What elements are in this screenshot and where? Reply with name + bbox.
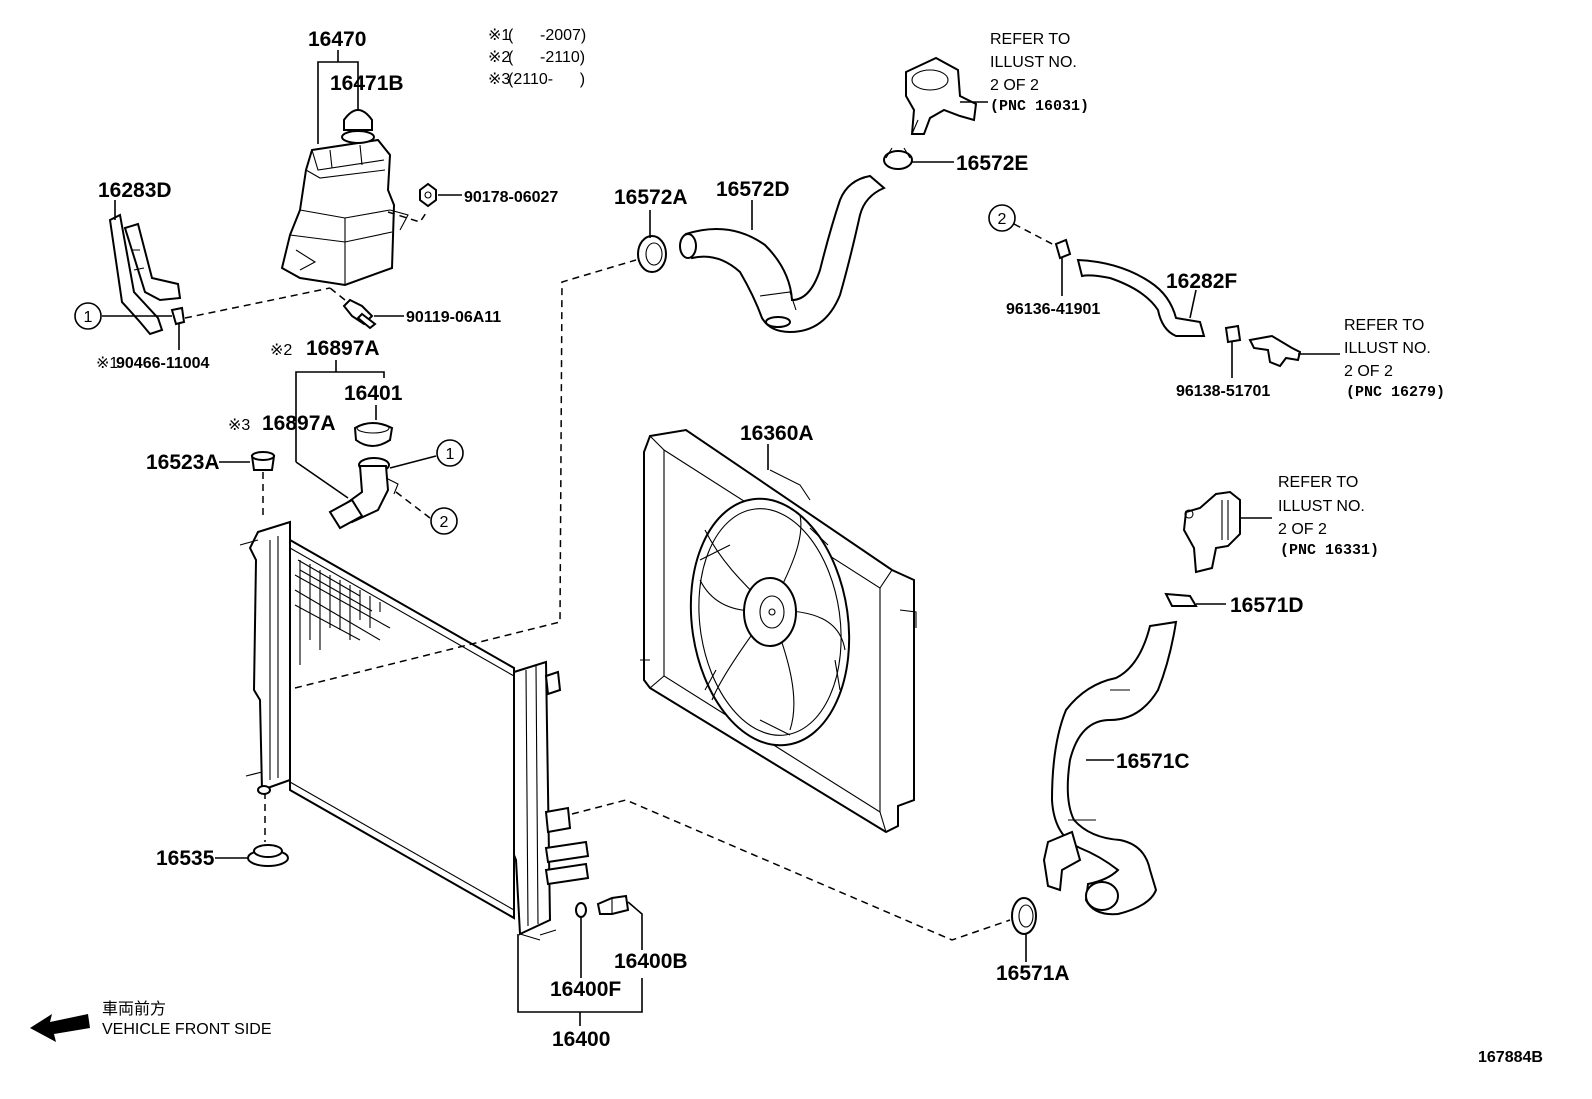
svg-text:1: 1 xyxy=(84,309,93,326)
callout-1-right: 1 xyxy=(436,439,464,467)
svg-text:2 OF 2: 2 OF 2 xyxy=(1278,521,1327,538)
hose-clamp-16571d[interactable] xyxy=(1164,592,1198,607)
label-16283d[interactable]: 16283D xyxy=(98,179,172,202)
label-16897a-2[interactable]: 16897A xyxy=(306,337,380,360)
front-label-en: VEHICLE FRONT SIDE xyxy=(102,1021,272,1038)
svg-text:(PNC 16279): (PNC 16279) xyxy=(1346,384,1445,401)
diagram-id: 167884B xyxy=(1478,1049,1543,1066)
ref-16331[interactable]: REFER TO ILLUST NO. 2 OF 2 (PNC 16331) xyxy=(1278,474,1379,559)
vehicle-front-indicator: 車両前方 VEHICLE FRONT SIDE xyxy=(30,1000,272,1042)
ref-16279[interactable]: REFER TO ILLUST NO. 2 OF 2 (PNC 16279) xyxy=(1344,317,1445,401)
note-2-range: ( -2110) xyxy=(508,49,585,66)
upper-hose-dash xyxy=(294,259,637,689)
label-16572a[interactable]: 16572A xyxy=(614,186,688,209)
svg-text:1: 1 xyxy=(446,446,455,463)
notes-block: ※1 ( -2007) ※2 ( -2110) ※3 (2110- ) xyxy=(488,27,586,88)
label-16535[interactable]: 16535 xyxy=(156,847,215,870)
note-3-mark: ※3 xyxy=(488,71,510,88)
ref-16031[interactable]: REFER TO ILLUST NO. 2 OF 2 (PNC 16031) xyxy=(990,31,1089,115)
label-16897a-mark3: ※3 xyxy=(228,417,250,434)
svg-text:2: 2 xyxy=(440,514,449,531)
label-16401[interactable]: 16401 xyxy=(344,382,403,405)
svg-text:REFER TO: REFER TO xyxy=(990,31,1070,48)
svg-text:(PNC 16031): (PNC 16031) xyxy=(990,98,1089,115)
svg-text:2 OF 2: 2 OF 2 xyxy=(1344,363,1393,380)
radiator[interactable] xyxy=(239,520,590,941)
lower-mount[interactable] xyxy=(247,844,289,867)
label-16572d[interactable]: 16572D xyxy=(716,178,790,201)
label-16571a[interactable]: 16571A xyxy=(996,962,1070,985)
bolt-dash xyxy=(329,287,346,301)
bolt-90119[interactable] xyxy=(342,298,377,330)
label-96136[interactable]: 96136-41901 xyxy=(1006,301,1100,318)
label-90466[interactable]: 90466-11004 xyxy=(116,355,210,372)
svg-text:2: 2 xyxy=(998,211,1007,228)
label-16571c[interactable]: 16571C xyxy=(1116,750,1190,773)
svg-text:ILLUST NO.: ILLUST NO. xyxy=(1344,340,1431,357)
note-3-range: (2110- ) xyxy=(508,71,585,88)
hose-clamp-16571a[interactable] xyxy=(1011,897,1037,935)
clip-90466[interactable] xyxy=(170,306,186,326)
label-16470[interactable]: 16470 xyxy=(308,28,366,51)
upper-mount[interactable] xyxy=(250,451,276,471)
fan-shroud[interactable] xyxy=(640,428,917,834)
label-90178[interactable]: 90178-06027 xyxy=(464,189,558,206)
bypass-hose[interactable] xyxy=(1076,258,1206,337)
water-inlet[interactable] xyxy=(1182,490,1241,574)
drain-gasket[interactable] xyxy=(575,902,587,918)
label-96138[interactable]: 96138-51701 xyxy=(1176,383,1270,400)
svg-text:(PNC 16331): (PNC 16331) xyxy=(1280,542,1379,559)
label-16360a[interactable]: 16360A xyxy=(740,422,814,445)
lower-hose-dash xyxy=(571,799,1011,941)
svg-text:REFER TO: REFER TO xyxy=(1278,474,1358,491)
bypass-pipe-16279[interactable] xyxy=(1248,334,1302,368)
leader-lines xyxy=(102,50,1340,1026)
hose-clamp-16572a[interactable] xyxy=(637,235,667,273)
callout-2-upper: 2 xyxy=(988,204,1016,232)
note-1-range: ( -2007) xyxy=(508,27,586,44)
upper-hose[interactable] xyxy=(679,174,886,334)
label-90466-mark: ※1 xyxy=(96,355,118,372)
callout-2-lower: 2 xyxy=(430,507,458,535)
label-16897a-3[interactable]: 16897A xyxy=(262,412,336,435)
label-16471b[interactable]: 16471B xyxy=(330,72,404,95)
lower-hose[interactable] xyxy=(1042,620,1178,916)
label-16897a-mark2: ※2 xyxy=(270,342,292,359)
reservoir-cap[interactable] xyxy=(341,109,375,144)
nut-90178[interactable] xyxy=(419,182,437,208)
svg-text:REFER TO: REFER TO xyxy=(1344,317,1424,334)
svg-text:ILLUST NO.: ILLUST NO. xyxy=(1278,498,1365,515)
label-16400b[interactable]: 16400B xyxy=(614,950,688,973)
hose-16283d[interactable] xyxy=(108,213,182,336)
arrow-left-icon xyxy=(30,1014,90,1042)
callout2-dash xyxy=(1013,223,1057,247)
label-16572e[interactable]: 16572E xyxy=(956,152,1028,175)
note-1-mark: ※1 xyxy=(488,27,510,44)
front-label-jp: 車両前方 xyxy=(102,1000,166,1018)
water-outlet[interactable] xyxy=(905,56,978,135)
svg-text:ILLUST NO.: ILLUST NO. xyxy=(990,54,1077,71)
callout-1-left: 1 xyxy=(74,302,102,330)
label-16400f[interactable]: 16400F xyxy=(550,978,621,1001)
drain-plug[interactable] xyxy=(596,894,630,915)
tank-clip-dash xyxy=(184,287,331,319)
label-16571d[interactable]: 16571D xyxy=(1230,594,1304,617)
filler-neck[interactable] xyxy=(328,457,399,530)
label-16282f[interactable]: 16282F xyxy=(1166,270,1237,293)
label-16400[interactable]: 16400 xyxy=(552,1028,610,1051)
svg-text:2 OF 2: 2 OF 2 xyxy=(990,77,1039,94)
radiator-cap[interactable] xyxy=(353,422,394,447)
label-16523a[interactable]: 16523A xyxy=(146,451,220,474)
clip-96138[interactable] xyxy=(1224,324,1242,344)
clip-96136[interactable] xyxy=(1054,238,1072,260)
hose-clamp-16572e[interactable] xyxy=(883,147,913,170)
label-90119[interactable]: 90119-06A11 xyxy=(406,309,501,326)
note-2-mark: ※2 xyxy=(488,49,510,66)
reservoir-tank[interactable] xyxy=(280,138,409,287)
